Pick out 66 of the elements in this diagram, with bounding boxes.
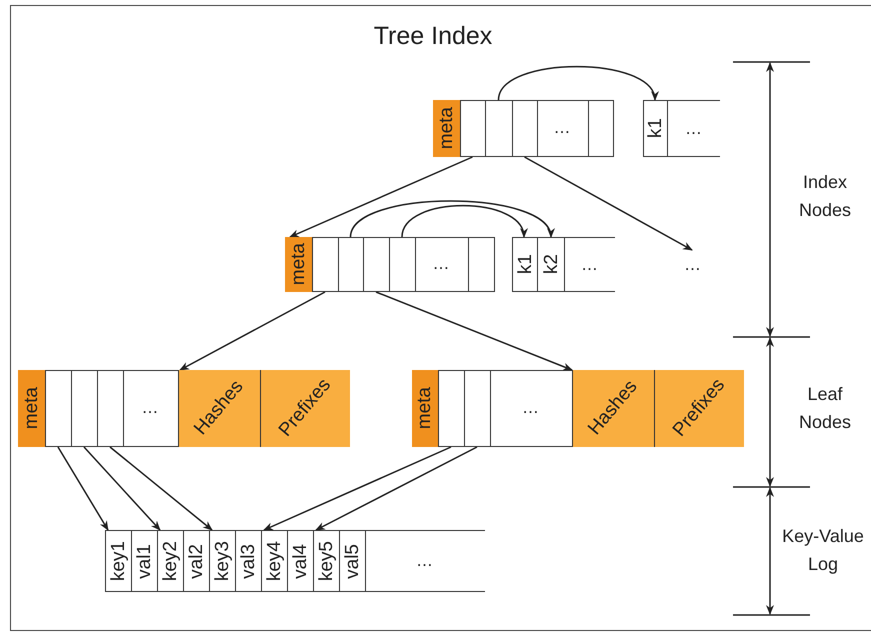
cell-label: key3	[212, 540, 232, 582]
array-cell	[209, 530, 236, 592]
node-array	[433, 100, 614, 157]
cell-label: meta	[22, 386, 40, 430]
cell-label: key1	[109, 540, 128, 582]
cell-label: …	[554, 118, 572, 138]
cell-label: …	[685, 118, 703, 138]
cell-label: val5	[342, 544, 362, 578]
array-cell	[284, 236, 312, 292]
cell-label: key4	[264, 540, 284, 582]
cell-label: …	[416, 551, 434, 571]
array-cell	[654, 370, 744, 446]
array-cell	[313, 530, 340, 592]
ellipsis-text: …	[676, 250, 710, 280]
array-cell	[18, 370, 44, 446]
cell-label: meta	[415, 386, 434, 430]
array-cell	[178, 370, 260, 446]
pointer-arrow	[401, 204, 526, 238]
node-array	[285, 237, 495, 292]
array-cell	[538, 237, 565, 292]
cell-label: key5	[316, 540, 336, 582]
pointer-arrow	[57, 446, 109, 531]
cell-label: val2	[186, 544, 206, 578]
cell-label: …	[432, 254, 450, 274]
array-cell	[105, 530, 132, 592]
pointer-arrow	[376, 291, 573, 371]
cell-label: …	[581, 254, 599, 274]
array-cell	[157, 530, 184, 592]
array-cell	[287, 530, 314, 592]
array-cell	[668, 100, 720, 157]
pointer-arrow	[83, 446, 161, 531]
cell-label: …	[142, 398, 160, 418]
pointer-arrow	[498, 66, 656, 101]
pointer-arrow	[315, 446, 478, 531]
array-cell	[565, 237, 615, 292]
cell-label: val1	[134, 544, 154, 578]
pointer-arrow	[179, 291, 326, 371]
cell-label: val3	[238, 544, 258, 578]
array-cell	[432, 100, 460, 156]
pointer-arrow	[289, 156, 473, 238]
array-cell	[365, 530, 485, 592]
array-cell	[235, 530, 262, 592]
array-cell	[183, 530, 210, 592]
array-cell	[512, 237, 538, 292]
pointer-arrow	[110, 446, 213, 531]
cell-label: meta	[436, 106, 456, 150]
array-cell	[131, 530, 158, 592]
cell-label: val4	[290, 544, 310, 578]
array-cell	[572, 370, 654, 446]
array-cell	[261, 530, 288, 592]
pointer-arrow	[350, 200, 552, 238]
cell-label: k1	[516, 254, 534, 275]
cell-label: k2	[542, 254, 560, 275]
array-cell	[412, 370, 438, 446]
cell-label: key2	[160, 540, 180, 582]
pointer-arrow	[524, 156, 693, 251]
node-array	[412, 370, 744, 447]
array-cell	[339, 530, 366, 592]
diagram-title: Tree Index	[372, 22, 494, 51]
cell-label: …	[522, 398, 540, 418]
cell-label: meta	[288, 242, 308, 286]
array-cell	[260, 370, 350, 446]
cell-label: k1	[646, 118, 665, 139]
node-array	[18, 370, 350, 447]
pointer-arrow	[263, 446, 452, 531]
array-cell	[643, 100, 668, 157]
